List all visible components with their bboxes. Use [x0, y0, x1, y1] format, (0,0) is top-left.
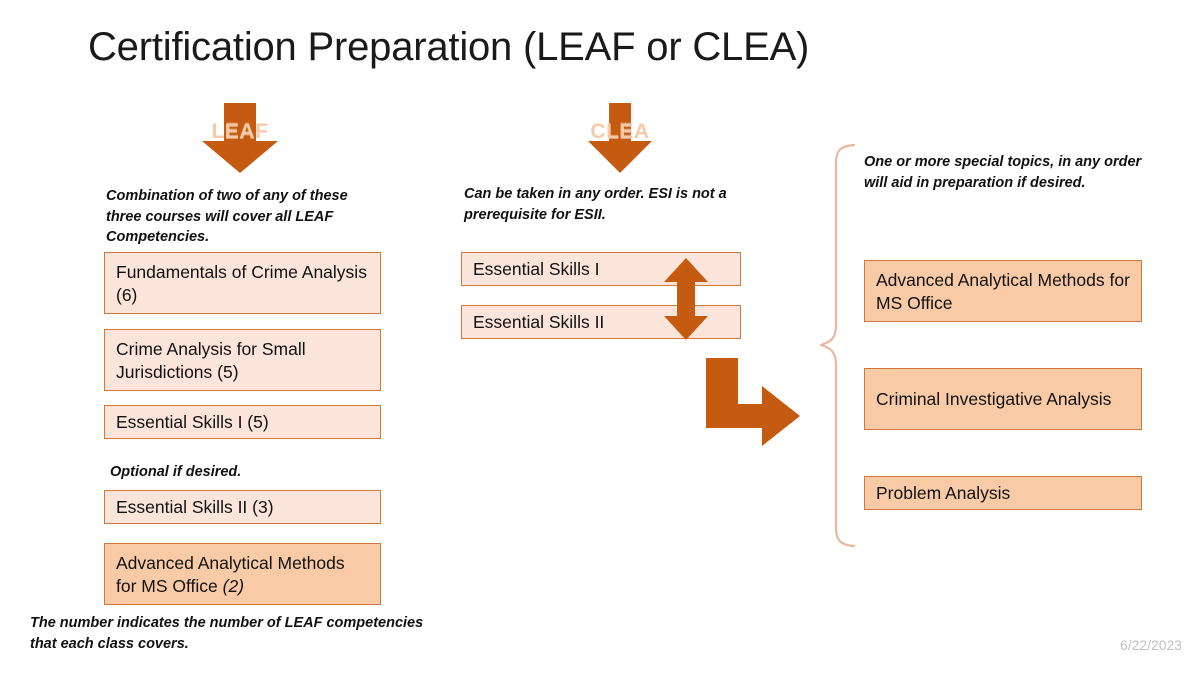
course-box-advanced-analytical-methods-special[interactable]: Advanced Analytical Methods for MS Offic… [864, 260, 1142, 322]
up-down-arrow-icon [664, 258, 708, 340]
course-label: Problem Analysis [876, 483, 1011, 504]
course-label: Advanced Analytical Methods for MS Offic… [876, 270, 1130, 313]
special-topics-note: One or more special topics, in any order… [864, 154, 1142, 191]
leaf-optional-note: Optional if desired. [110, 464, 242, 480]
course-label: Criminal Investigative Analysis [876, 389, 1112, 410]
course-box-advanced-analytical-methods-leaf[interactable]: Advanced Analytical Methods for MS Offic… [104, 543, 381, 605]
clea-to-special-topics-arrow [700, 358, 805, 453]
course-label: Essential Skills I (5) [116, 412, 269, 433]
course-label-text: Advanced Analytical Methods for MS Offic… [116, 553, 345, 596]
clea-note: Can be taken in any order. ESI is not a … [464, 184, 746, 225]
leaf-note: Combination of two of any of these three… [106, 188, 348, 246]
course-label: Crime Analysis for Small Jurisdictions (… [116, 339, 306, 382]
clea-note-part1: Can be taken in any order. ESI is [464, 186, 693, 202]
clea-note-bold: not [692, 186, 715, 202]
clea-down-arrow: CLEA [578, 103, 662, 173]
course-label: Fundamentals of Crime Analysis (6) [116, 262, 367, 305]
course-label: Essential Skills I [473, 259, 600, 280]
leaf-down-arrow: LEAF [198, 103, 282, 173]
special-topics-brace [818, 143, 858, 548]
course-box-essential-skills-i-leaf[interactable]: Essential Skills I (5) [104, 405, 381, 439]
course-label: Essential Skills II [473, 312, 605, 333]
course-box-criminal-investigative-analysis[interactable]: Criminal Investigative Analysis [864, 368, 1142, 430]
elbow-arrow-down-right-icon [706, 358, 800, 446]
clea-bidirectional-arrow [662, 258, 710, 340]
clea-note-part2: a prerequisite for ESII. [464, 186, 727, 223]
course-box-fundamentals-of-crime-analysis[interactable]: Fundamentals of Crime Analysis (6) [104, 252, 381, 314]
course-box-essential-skills-ii-leaf[interactable]: Essential Skills II (3) [104, 490, 381, 524]
date-stamp: 6/22/2023 [1120, 638, 1182, 653]
left-curly-brace-icon [819, 143, 856, 548]
course-label: Essential Skills II (3) [116, 497, 274, 518]
down-arrow-icon [588, 103, 652, 173]
course-label-emphasis: (2) [222, 575, 245, 596]
course-label: Advanced Analytical Methods for MS Offic… [116, 552, 369, 597]
course-box-crime-analysis-small-jurisdictions[interactable]: Crime Analysis for Small Jurisdictions (… [104, 329, 381, 391]
course-box-problem-analysis[interactable]: Problem Analysis [864, 476, 1142, 510]
page-title: Certification Preparation (LEAF or CLEA) [88, 25, 810, 69]
leaf-footnote: The number indicates the number of LEAF … [30, 615, 424, 652]
down-arrow-icon [202, 103, 278, 173]
